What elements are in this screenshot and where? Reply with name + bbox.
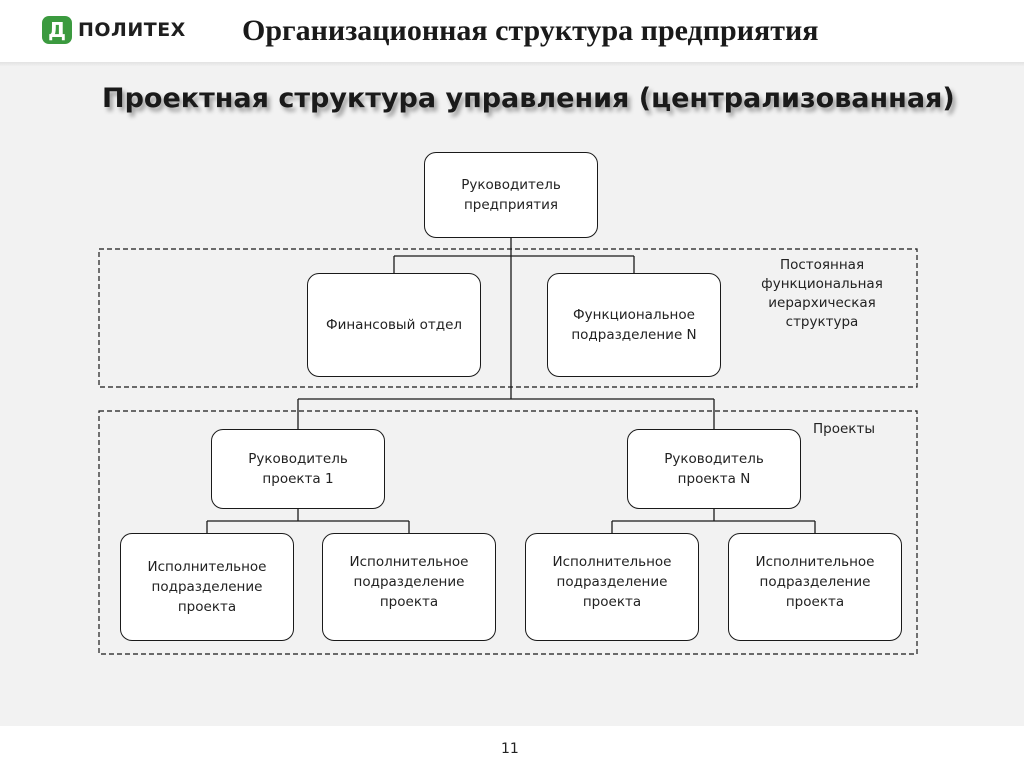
node-pm1: Руководитель проекта 1 [211, 429, 385, 509]
node-pmN: Руководитель проекта N [627, 429, 801, 509]
functional-zone-border [98, 248, 918, 388]
node-finance: Финансовый отдел [307, 273, 481, 377]
node-exec-Nb: Исполнительное подразделение проекта [728, 533, 902, 641]
header-bar [0, 0, 1024, 64]
logo-mark-icon: Д [42, 16, 72, 44]
logo-text: ПОЛИТЕХ [78, 19, 186, 41]
zone-label-functional: Постоянная функциональная иерархическая … [761, 257, 883, 330]
node-functional-unit: Функциональное подразделение N [547, 273, 721, 377]
node-exec-1b: Исполнительное подразделение проекта [322, 533, 496, 641]
slide-subtitle: Проектная структура управления (централи… [102, 83, 955, 114]
node-ceo: Руководитель предприятия [424, 152, 598, 238]
page-number: 11 [501, 741, 519, 757]
footer-bar [0, 726, 1024, 767]
node-exec-Na: Исполнительное подразделение проекта [525, 533, 699, 641]
projects-zone-border [98, 410, 918, 655]
header-divider [0, 62, 1024, 66]
node-exec-1a: Исполнительное подразделение проекта [120, 533, 294, 641]
zone-label-projects: Проекты [813, 421, 875, 437]
page-title: Организационная структура предприятия [242, 14, 819, 47]
